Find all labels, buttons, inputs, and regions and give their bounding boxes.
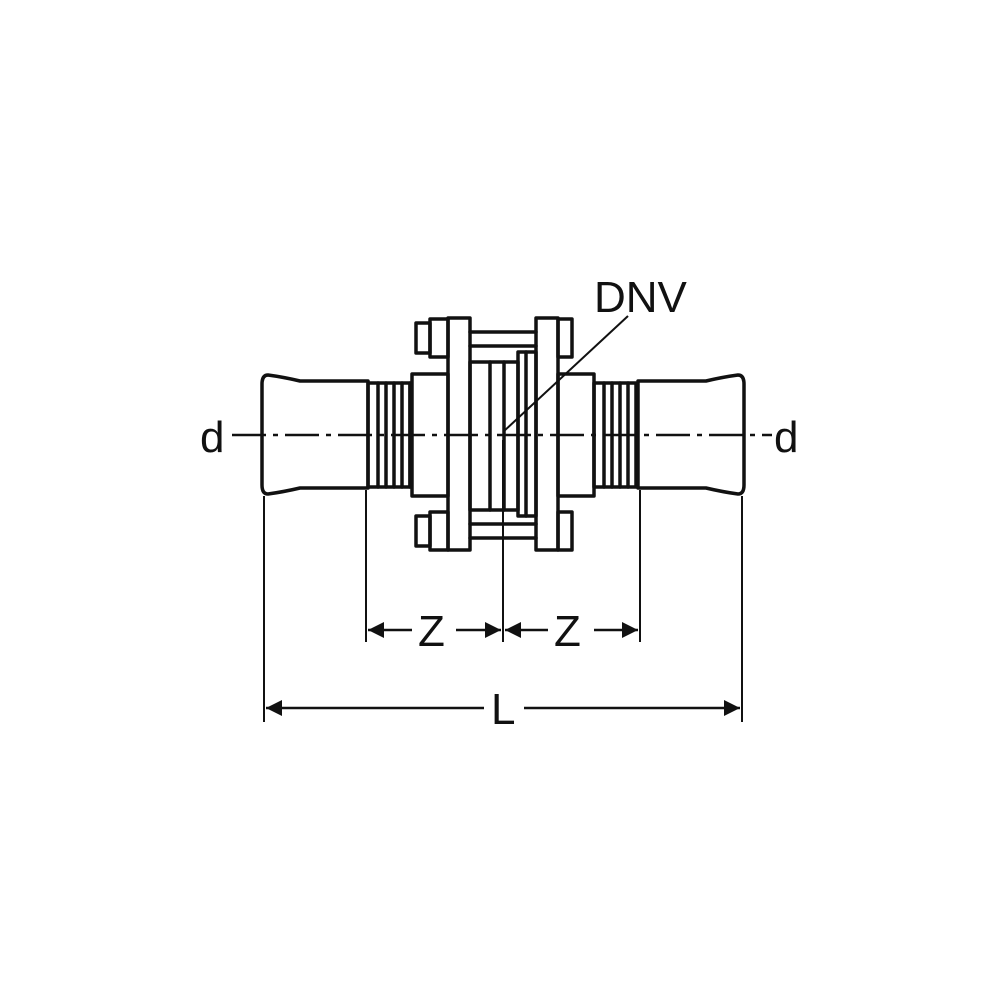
extension-lines	[263, 440, 743, 722]
l-label: L	[491, 685, 515, 734]
bottom-bolt	[414, 510, 574, 552]
d-label-left: d	[200, 413, 224, 462]
z-label-right: Z	[554, 607, 581, 656]
d-label-right: d	[774, 413, 798, 462]
dnv-label: DNV	[594, 273, 688, 322]
dnv-leader-line	[502, 315, 629, 433]
z-label-left: Z	[418, 607, 445, 656]
top-bolt	[414, 317, 574, 359]
